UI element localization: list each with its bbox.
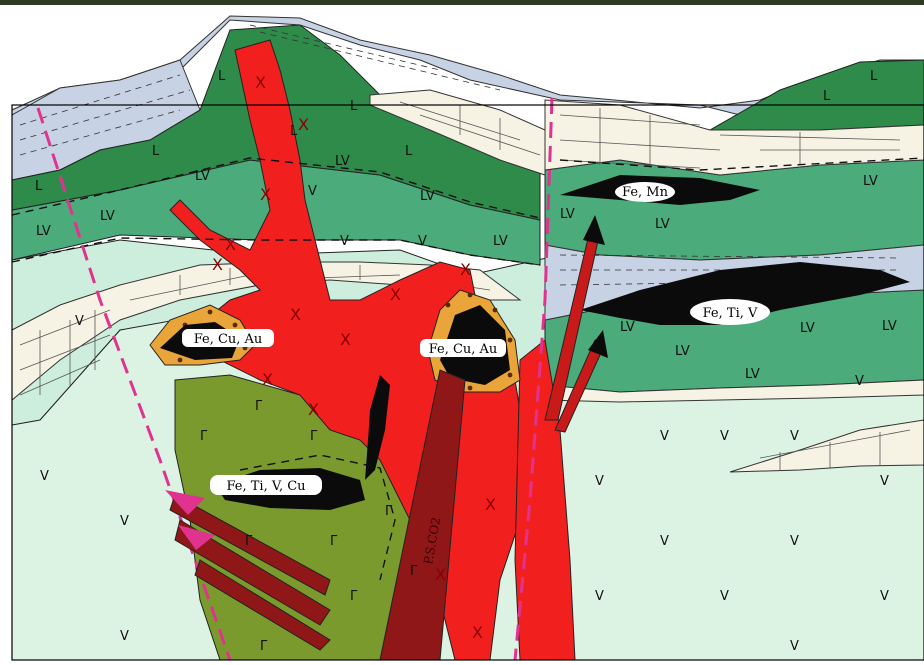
symbol-lv: LV: [560, 207, 575, 222]
symbol-lv: LV: [675, 344, 690, 359]
symbol-l: L: [35, 179, 43, 194]
symbol-granite: X: [485, 495, 496, 514]
symbol-gabbro: Г: [260, 639, 268, 654]
symbol-l: L: [218, 69, 226, 84]
symbol-v: V: [720, 589, 729, 604]
symbol-v: V: [595, 589, 604, 604]
symbol-lv: LV: [420, 189, 435, 204]
symbol-lv: LV: [36, 224, 51, 239]
symbol-lv: LV: [100, 209, 115, 224]
symbol-granite: X: [255, 73, 266, 92]
symbol-lv: LV: [745, 367, 760, 382]
symbol-v: V: [75, 314, 84, 329]
symbol-v: V: [40, 469, 49, 484]
label-fe-mn: Fe, Mn: [622, 185, 669, 200]
symbol-granite: X: [298, 115, 309, 134]
symbol-l: L: [290, 124, 298, 139]
label-fe-ti-v-cu: Fe, Ti, V, Cu: [226, 479, 305, 494]
symbol-lv: LV: [863, 174, 878, 189]
symbol-v: V: [855, 374, 864, 389]
symbol-v: V: [660, 534, 669, 549]
symbol-v: V: [790, 639, 799, 654]
label-fe-ti-v: Fe, Ti, V: [703, 306, 758, 321]
symbol-lv: LV: [195, 169, 210, 184]
symbol-lv: LV: [882, 319, 897, 334]
symbol-granite: X: [290, 305, 301, 324]
symbol-v: V: [720, 429, 729, 444]
symbol-granite: X: [225, 235, 236, 254]
symbol-granite: X: [212, 255, 223, 274]
symbol-gabbro: Г: [310, 429, 318, 444]
symbol-l: L: [152, 144, 160, 159]
top-border: [0, 0, 924, 5]
symbol-gabbro: Г: [330, 534, 338, 549]
symbol-l: L: [405, 144, 413, 159]
symbol-v: V: [120, 514, 129, 529]
symbol-lv: LV: [800, 321, 815, 336]
symbol-l: L: [823, 89, 831, 104]
symbol-l: L: [350, 99, 358, 114]
symbol-gabbro: Г: [255, 399, 263, 414]
symbol-l: L: [870, 69, 878, 84]
symbol-v: V: [790, 534, 799, 549]
symbol-lv: LV: [493, 234, 508, 249]
symbol-v: V: [418, 234, 427, 249]
symbol-granite: X: [260, 185, 271, 204]
symbol-granite: X: [390, 285, 401, 304]
symbol-gabbro: Г: [385, 504, 393, 519]
symbol-gabbro: Г: [410, 564, 418, 579]
symbol-v: V: [880, 474, 889, 489]
symbol-lv: LV: [620, 320, 635, 335]
symbol-lv: LV: [655, 217, 670, 232]
symbol-granite: X: [435, 565, 446, 584]
symbol-v: V: [308, 184, 317, 199]
symbol-gabbro: Г: [200, 429, 208, 444]
symbol-v: V: [880, 589, 889, 604]
symbol-v: V: [340, 234, 349, 249]
label-fe-cu-au-left: Fe, Cu, Au: [194, 332, 263, 347]
symbol-v: V: [790, 429, 799, 444]
label-fe-cu-au-right: Fe, Cu, Au: [429, 342, 498, 357]
symbol-granite: X: [308, 400, 319, 419]
symbol-granite: X: [262, 370, 273, 389]
symbol-gabbro: Г: [245, 534, 253, 549]
symbol-lv: LV: [335, 154, 350, 169]
symbol-v: V: [660, 429, 669, 444]
symbol-granite: X: [460, 260, 471, 279]
symbol-granite: X: [340, 330, 351, 349]
symbol-v: V: [120, 629, 129, 644]
symbol-granite: X: [472, 623, 483, 642]
symbol-gabbro: Г: [350, 589, 358, 604]
symbol-v: V: [595, 474, 604, 489]
